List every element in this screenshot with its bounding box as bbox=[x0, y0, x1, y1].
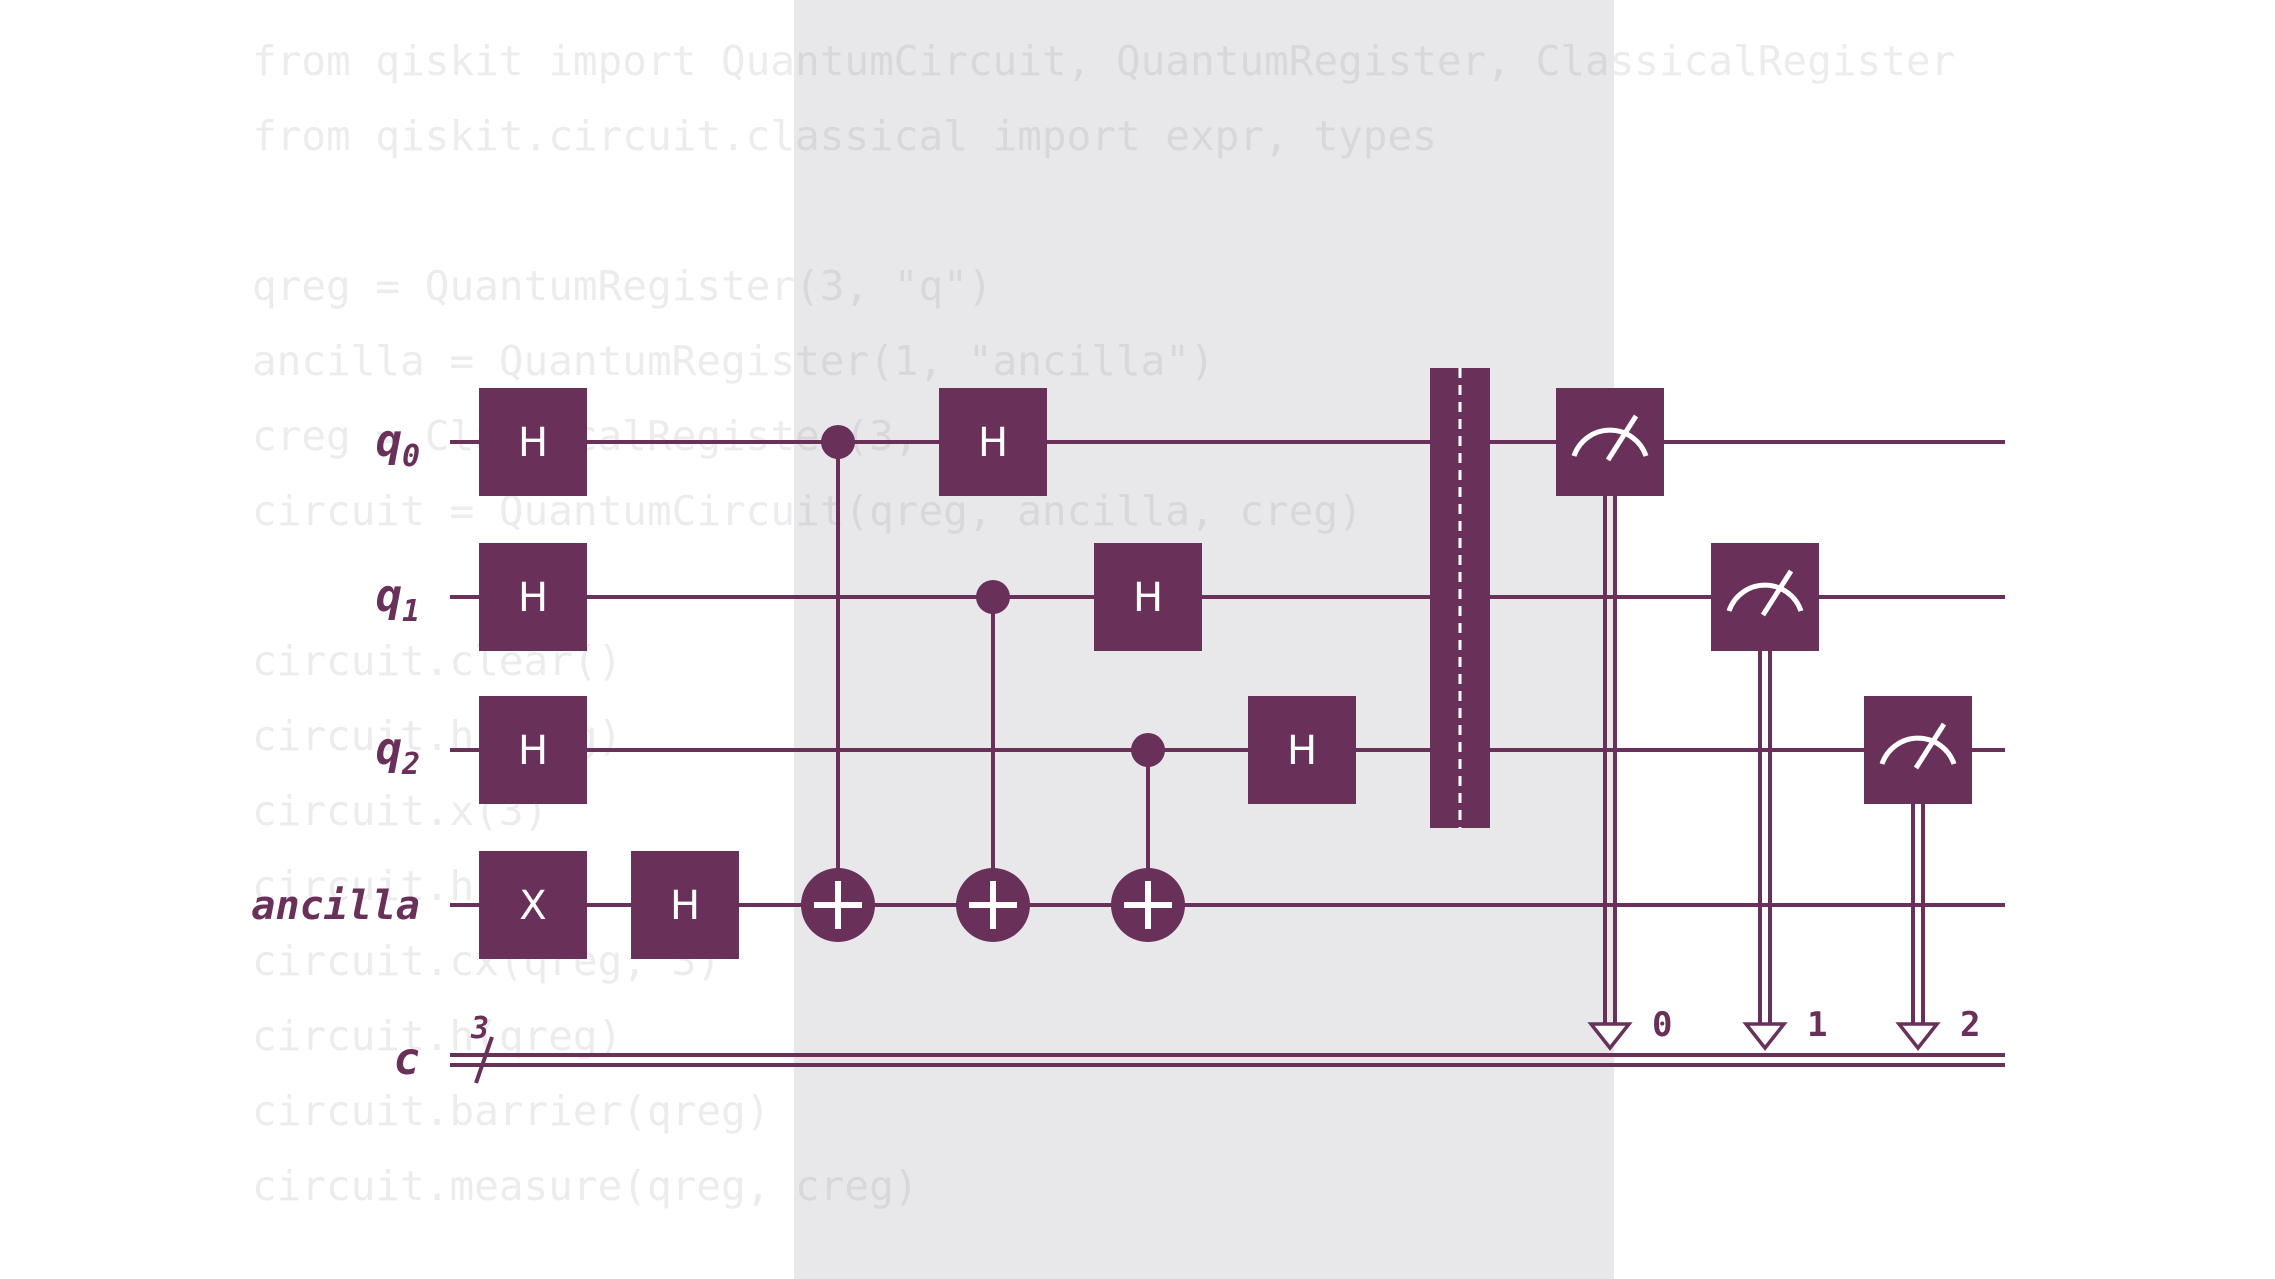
bundle-slash bbox=[474, 1036, 494, 1084]
measurement: 0 bbox=[1556, 388, 1672, 1051]
gate-h: H bbox=[1248, 696, 1356, 804]
measure-box bbox=[1711, 543, 1819, 651]
gate-label: H bbox=[670, 883, 700, 929]
meter-icon bbox=[1726, 582, 1804, 612]
meter-needle bbox=[1760, 569, 1794, 617]
measurement: 1 bbox=[1711, 543, 1827, 1051]
gate-label: H bbox=[1133, 575, 1163, 621]
register-index: 1 bbox=[402, 594, 420, 629]
control-dot bbox=[976, 580, 1010, 614]
code-line: ancilla = QuantumRegister(1, "ancilla") bbox=[252, 337, 1215, 385]
gate-x: X bbox=[479, 851, 587, 959]
code-line: qreg = QuantumRegister(3, "q") bbox=[252, 262, 993, 310]
code-line: circuit.barrier(qreg) bbox=[252, 1087, 771, 1135]
gate-box bbox=[479, 696, 587, 804]
classical-bit-label: 0 bbox=[1652, 1005, 1672, 1045]
register-label-q0: q0 bbox=[375, 416, 420, 474]
gate-label: H bbox=[1287, 728, 1317, 774]
register-index: 2 bbox=[401, 747, 420, 782]
code-line: circuit.measure(qreg, creg) bbox=[252, 1162, 919, 1210]
register-name: q bbox=[375, 724, 402, 775]
measurement: 2 bbox=[1864, 696, 1980, 1051]
background-code: from qiskit import QuantumCircuit, Quant… bbox=[252, 24, 1955, 1224]
gate-box bbox=[1248, 696, 1356, 804]
gate-box bbox=[479, 543, 587, 651]
cnot-gate bbox=[801, 425, 875, 942]
gate-h: H bbox=[631, 851, 739, 959]
measure-arrowhead bbox=[1587, 1022, 1633, 1051]
control-dot bbox=[821, 425, 855, 459]
cnot-gate bbox=[1111, 733, 1185, 942]
code-line: from qiskit.circuit.classical import exp… bbox=[252, 112, 1437, 160]
gate-h: H bbox=[939, 388, 1047, 496]
gate-label: H bbox=[518, 728, 548, 774]
gate-h: H bbox=[479, 543, 587, 651]
gate-h: H bbox=[1094, 543, 1202, 651]
gate-box bbox=[479, 851, 587, 959]
gate-box bbox=[939, 388, 1047, 496]
cnot-gate bbox=[956, 580, 1030, 942]
register-name: c bbox=[394, 1034, 421, 1085]
gate-h: H bbox=[479, 696, 587, 804]
control-dot bbox=[1131, 733, 1165, 767]
gate-h: H bbox=[479, 388, 587, 496]
classical-bit-label: 2 bbox=[1960, 1005, 1980, 1045]
measure-box bbox=[1556, 388, 1664, 496]
register-label-q2: q2 bbox=[375, 724, 420, 782]
register-size-label: 3 bbox=[470, 1011, 489, 1046]
gate-label: H bbox=[978, 420, 1008, 466]
gate-label: X bbox=[519, 883, 546, 929]
register-name: ancilla bbox=[251, 883, 420, 929]
register-label-c: c bbox=[394, 1034, 421, 1085]
meter-needle bbox=[1605, 414, 1639, 462]
meter-needle bbox=[1913, 722, 1947, 770]
code-line: circuit.h(qreg) bbox=[252, 1012, 623, 1060]
register-label-ancilla: ancilla bbox=[251, 883, 420, 929]
register-name: q bbox=[375, 571, 402, 622]
gate-label: H bbox=[518, 575, 548, 621]
gate-label: H bbox=[518, 420, 548, 466]
code-line: from qiskit import QuantumCircuit, Quant… bbox=[252, 37, 1956, 85]
measure-box bbox=[1864, 696, 1972, 804]
gate-box bbox=[479, 388, 587, 496]
meter-icon bbox=[1879, 735, 1957, 765]
classical-bit-label: 1 bbox=[1807, 1005, 1827, 1045]
meter-icon bbox=[1571, 427, 1649, 457]
register-label-q1: q1 bbox=[375, 571, 420, 629]
measure-arrowhead bbox=[1895, 1022, 1941, 1051]
register-index: 0 bbox=[402, 439, 420, 474]
barrier bbox=[1430, 368, 1490, 828]
measure-arrowhead bbox=[1742, 1022, 1788, 1051]
gate-box bbox=[1094, 543, 1202, 651]
register-name: q bbox=[375, 416, 402, 467]
gate-box bbox=[631, 851, 739, 959]
